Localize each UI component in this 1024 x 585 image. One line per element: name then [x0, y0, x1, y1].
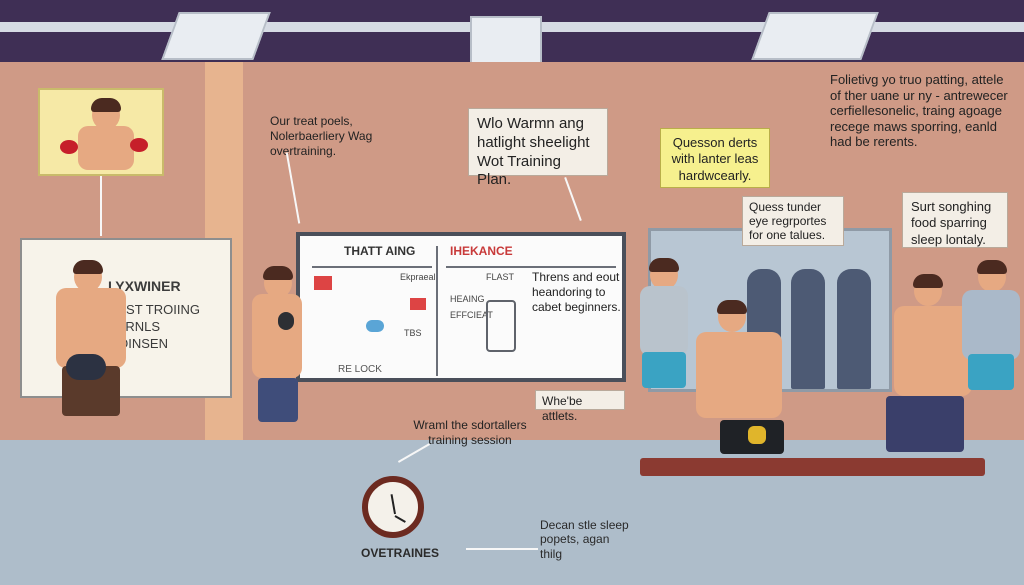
- ceiling-lamp: [751, 12, 879, 60]
- callout-arrow: [100, 176, 102, 236]
- whiteboard-column-divider: [436, 246, 438, 376]
- hand-wrap-icon: [748, 426, 766, 444]
- whiteboard-footer: RE LOCK: [338, 364, 382, 375]
- clock-label: OVETRAINES: [360, 546, 439, 560]
- mirror-callout: Quess tunder eye regrportes for one talu…: [742, 196, 844, 246]
- athletes-box: Whe'be attlets.: [535, 390, 625, 423]
- ceiling-lamp: [161, 12, 271, 60]
- poster-note: Our treat poels, Nolerbaerliery Wag over…: [270, 114, 373, 158]
- athlete-hair: [913, 274, 943, 288]
- boxing-glove-icon: [66, 354, 106, 380]
- bench: [640, 458, 985, 476]
- clock-minute-hand: [390, 494, 396, 515]
- athlete-hair: [73, 260, 103, 274]
- sparring-sleep-callout: Surt songhing food sparring sleep lontal…: [902, 192, 1008, 248]
- boxing-glove-icon: [60, 140, 78, 154]
- athlete-shorts: [642, 352, 686, 388]
- whiteboard-label: Ekpraeal: [400, 272, 436, 282]
- boxing-glove-icon: [130, 138, 148, 152]
- whiteboard-divider: [312, 266, 432, 268]
- whiteboard-label: FLAST: [486, 272, 515, 282]
- athlete-shirt: [640, 286, 688, 356]
- athlete-shorts: [968, 354, 1014, 390]
- silhouette-figure: [791, 269, 825, 389]
- athlete-hair: [977, 260, 1007, 274]
- cloud-icon: [366, 320, 384, 332]
- sleep-note: Decan stle sleep popets, agan thilg: [540, 518, 629, 561]
- training-poster-headline: LYXWINER: [108, 278, 181, 294]
- warmup-plan-callout: Wlo Warmn ang hatlight sheelight Wot Tra…: [468, 108, 608, 188]
- athlete-hair: [649, 258, 679, 272]
- clock-hour-hand: [394, 515, 406, 523]
- athlete-torso: [696, 332, 782, 418]
- bar-chart-icon: [314, 276, 332, 290]
- top-right-callout: Folietivg yo truo patting, attele of the…: [830, 72, 1008, 150]
- bar-chart-icon: [410, 298, 426, 310]
- athlete-shorts: [886, 396, 964, 452]
- athlete-torso: [252, 294, 302, 378]
- training-session-note: Wraml the sdortallers training session: [413, 418, 527, 447]
- beginners-note: Threns and eout heandoring to cabet begi…: [532, 270, 621, 314]
- whiteboard-label: HEAING: [450, 294, 485, 304]
- athlete-shorts: [258, 378, 298, 422]
- boxer-hair: [91, 98, 121, 112]
- whiteboard-label: TBS: [404, 328, 422, 338]
- athlete-torso: [894, 306, 972, 396]
- whiteboard-label: EFFCIEAT: [450, 310, 493, 320]
- flowchart-box: [486, 300, 516, 352]
- whiteboard-title-left: THATT AING: [344, 244, 416, 258]
- boxer-poster: [38, 88, 164, 176]
- boxer-torso: [78, 126, 134, 170]
- callout-arrow: [466, 548, 538, 550]
- athlete-hair: [263, 266, 293, 280]
- training-poster: LYXWINER FOST TROIING YERNLS GOINSEN: [20, 238, 232, 398]
- training-whiteboard: THATT AING IHEKANCE Ekpraeal FLAST HEAIN…: [296, 232, 626, 382]
- silhouette-figure: [837, 269, 871, 389]
- whiteboard-title-right: IHEKANCE: [450, 244, 513, 258]
- yellow-callout: Quesson derts with lanter leas hardwcear…: [660, 128, 770, 188]
- athlete-hair: [717, 300, 747, 314]
- clock-icon: [362, 476, 424, 538]
- athlete-shirt: [962, 290, 1020, 360]
- boxing-glove-icon: [278, 312, 294, 330]
- whiteboard-divider: [446, 266, 616, 268]
- ceiling-lamp: [470, 16, 542, 64]
